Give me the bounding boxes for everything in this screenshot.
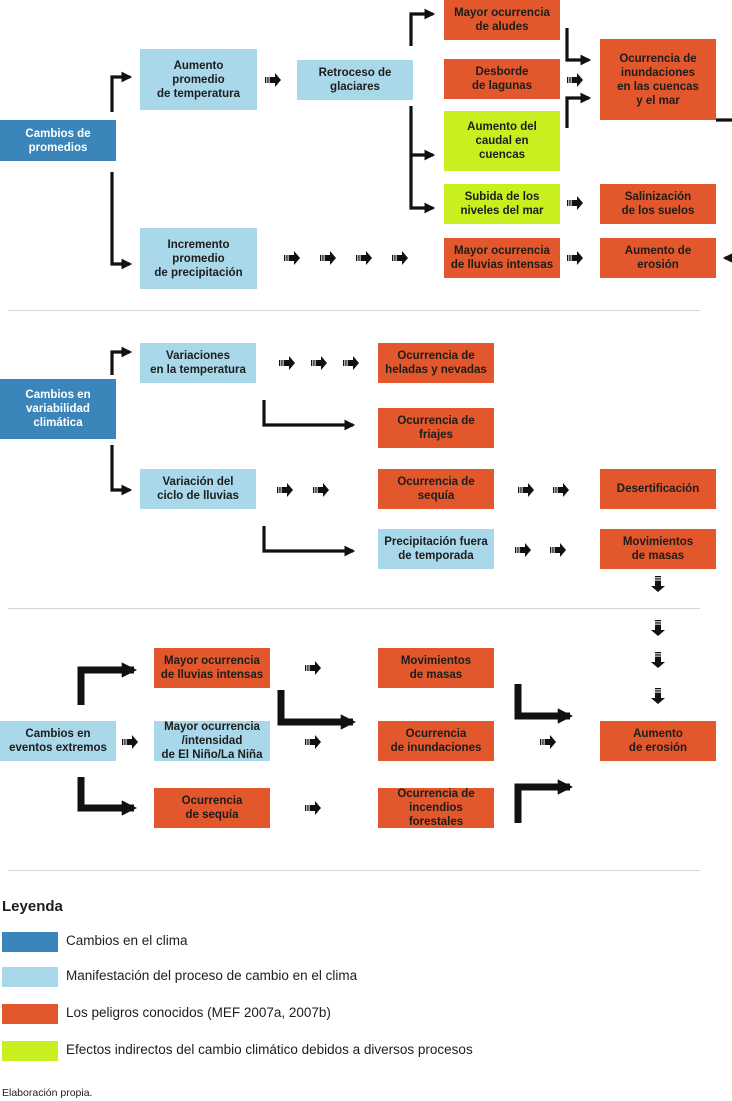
credit-text: Elaboración propia. xyxy=(2,1087,93,1099)
legend-label-efectos: Efectos indirectos del cambio climático … xyxy=(66,1042,473,1057)
node-inundaciones-cuencas: Ocurrencia de inundaciones en las cuenca… xyxy=(600,39,716,120)
node-incremento-precipitacion: Incremento promedio de precipitación xyxy=(140,228,257,289)
section-divider xyxy=(8,310,700,311)
legend-swatch-cambios xyxy=(2,932,58,952)
node-movimientos-masas-2: Movimientos de masas xyxy=(378,648,494,688)
node-salinizacion: Salinización de los suelos xyxy=(600,184,716,224)
node-incendios-forestales: Ocurrencia de incendios forestales xyxy=(378,788,494,828)
node-desertificacion: Desertificación xyxy=(600,469,716,509)
node-movimientos-masas-1: Movimientos de masas xyxy=(600,529,716,569)
legend-swatch-peligros xyxy=(2,1004,58,1024)
node-friajes: Ocurrencia de friajes xyxy=(378,408,494,448)
legend-label-cambios: Cambios en el clima xyxy=(66,933,188,948)
node-caudal-cuencas: Aumento del caudal en cuencas xyxy=(444,111,560,171)
node-heladas-nevadas: Ocurrencia de heladas y nevadas xyxy=(378,343,494,383)
node-aumento-erosion-1: Aumento de erosión xyxy=(600,238,716,278)
legend-swatch-manifestacion xyxy=(2,967,58,987)
legend-label-peligros: Los peligros conocidos (MEF 2007a, 2007b… xyxy=(66,1005,331,1020)
node-sequia-2: Ocurrencia de sequía xyxy=(154,788,270,828)
section-divider xyxy=(8,608,700,609)
node-aludes: Mayor ocurrencia de aludes xyxy=(444,0,560,40)
node-variacion-lluvias: Variación del ciclo de lluvias xyxy=(140,469,256,509)
section-divider xyxy=(8,870,700,871)
legend-swatch-efectos xyxy=(2,1041,58,1061)
node-lluvias-intensas-1: Mayor ocurrencia de lluvias intensas xyxy=(444,238,560,278)
node-cambios-extremos: Cambios en eventos extremos xyxy=(0,721,116,761)
legend-label-manifestacion: Manifestación del proceso de cambio en e… xyxy=(66,968,358,983)
node-inundaciones-2: Ocurrencia de inundaciones xyxy=(378,721,494,761)
node-sequia-1: Ocurrencia de sequía xyxy=(378,469,494,509)
node-aumento-erosion-2: Aumento de erosión xyxy=(600,721,716,761)
node-lluvias-intensas-2: Mayor ocurrencia de lluvias intensas xyxy=(154,648,270,688)
node-desborde-lagunas: Desborde de lagunas xyxy=(444,59,560,99)
node-variaciones-temperatura: Variaciones en la temperatura xyxy=(140,343,256,383)
legend-title: Leyenda xyxy=(2,898,63,915)
node-cambios-promedios: Cambios de promedios xyxy=(0,120,116,161)
node-nino-nina: Mayor ocurrencia /intensidad de El Niño/… xyxy=(154,721,270,761)
node-cambios-variabilidad: Cambios en variabilidad climática xyxy=(0,379,116,439)
node-nivel-mar: Subida de los niveles del mar xyxy=(444,184,560,224)
node-aumento-temperatura: Aumento promedio de temperatura xyxy=(140,49,257,110)
node-retroceso-glaciares: Retroceso de glaciares xyxy=(297,60,413,100)
node-precipitacion-fuera: Precipitación fuera de temporada xyxy=(378,529,494,569)
